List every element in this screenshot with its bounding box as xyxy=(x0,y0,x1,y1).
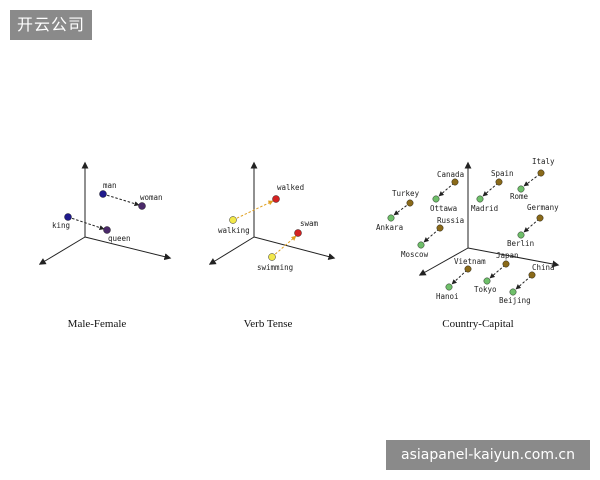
label-italy: Italy xyxy=(532,157,555,166)
point-berlin xyxy=(517,231,525,239)
vector-china-beijing xyxy=(515,275,532,290)
point-walked xyxy=(272,195,280,203)
vector-germany-berlin xyxy=(523,218,540,233)
axes xyxy=(208,161,336,265)
axis-z xyxy=(84,236,172,261)
vector-canada-ottawa xyxy=(438,182,455,197)
axis-z xyxy=(467,247,560,268)
axis-z xyxy=(253,236,336,260)
label-ottawa: Ottawa xyxy=(430,204,457,213)
point-swam xyxy=(294,229,302,237)
point-china xyxy=(528,271,536,279)
point-spain xyxy=(495,178,503,186)
label-canada: Canada xyxy=(437,170,464,179)
vector-man-woman xyxy=(102,193,140,207)
label-moscow: Moscow xyxy=(401,250,429,259)
point-vietnam xyxy=(464,265,472,273)
point-ottawa xyxy=(432,195,440,203)
label-woman: woman xyxy=(140,193,163,202)
point-turkey xyxy=(406,199,414,207)
vector-japan-tokyo xyxy=(489,264,506,279)
point-russia xyxy=(436,224,444,232)
label-berlin: Berlin xyxy=(507,239,534,248)
point-madrid xyxy=(476,195,484,203)
label-king: king xyxy=(52,221,70,230)
caption-country-capital: Country-Capital xyxy=(442,318,514,330)
axis-x xyxy=(418,247,469,276)
label-swimming: swimming xyxy=(257,263,293,272)
label-japan: Japan xyxy=(496,251,519,260)
vector-king-queen xyxy=(67,216,105,230)
panel-verb-tense: walked walking swam swimming Verb Tense xyxy=(208,161,336,330)
panel-country-capital: Turkey Ankara Canada Ottawa Spain Madrid… xyxy=(376,157,560,330)
point-canada xyxy=(451,178,459,186)
watermark-bottom-right: asiapanel-kaiyun.com.cn xyxy=(386,440,590,470)
label-beijing: Beijing xyxy=(499,296,531,305)
vector-swimming-swam xyxy=(271,235,297,258)
label-rome: Rome xyxy=(510,192,529,201)
caption-male-female: Male-Female xyxy=(68,318,127,330)
axes xyxy=(38,161,172,265)
point-ankara xyxy=(387,214,395,222)
label-germany: Germany xyxy=(527,203,559,212)
point-moscow xyxy=(417,241,425,249)
point-hanoi xyxy=(445,283,453,291)
point-queen xyxy=(103,226,111,234)
point-rome xyxy=(517,185,525,193)
label-spain: Spain xyxy=(491,169,514,178)
label-hanoi: Hanoi xyxy=(436,292,459,301)
label-russia: Russia xyxy=(437,216,464,225)
point-germany xyxy=(536,214,544,222)
point-japan xyxy=(502,260,510,268)
point-man xyxy=(99,190,107,198)
vector-spain-madrid xyxy=(482,182,499,197)
vector-walking-walked xyxy=(232,200,274,221)
vector-vietnam-hanoi xyxy=(451,269,468,285)
point-king xyxy=(64,213,72,221)
axis-x xyxy=(208,236,255,265)
point-swimming xyxy=(268,253,276,261)
vector-turkey-ankara xyxy=(393,202,411,216)
caption-verb-tense: Verb Tense xyxy=(244,318,293,330)
label-walking: walking xyxy=(218,226,250,235)
point-beijing xyxy=(509,288,517,296)
point-woman xyxy=(138,202,146,210)
label-queen: queen xyxy=(108,234,131,243)
label-madrid: Madrid xyxy=(471,204,498,213)
label-walked: walked xyxy=(277,183,304,192)
panel-male-female: man woman king queen Male-Female xyxy=(38,161,172,330)
label-vietnam: Vietnam xyxy=(454,257,486,266)
point-italy xyxy=(537,169,545,177)
vector-russia-moscow xyxy=(423,228,440,243)
label-man: man xyxy=(103,181,117,190)
point-walking xyxy=(229,216,237,224)
label-swam: swam xyxy=(300,219,319,228)
point-tokyo xyxy=(483,277,491,285)
axis-x xyxy=(38,236,86,265)
watermark-top-left: 开云公司 xyxy=(10,10,92,40)
label-turkey: Turkey xyxy=(392,189,420,198)
label-ankara: Ankara xyxy=(376,223,403,232)
label-tokyo: Tokyo xyxy=(474,285,497,294)
axes xyxy=(418,161,560,276)
label-china: China xyxy=(532,263,555,272)
vector-italy-rome xyxy=(523,173,541,187)
